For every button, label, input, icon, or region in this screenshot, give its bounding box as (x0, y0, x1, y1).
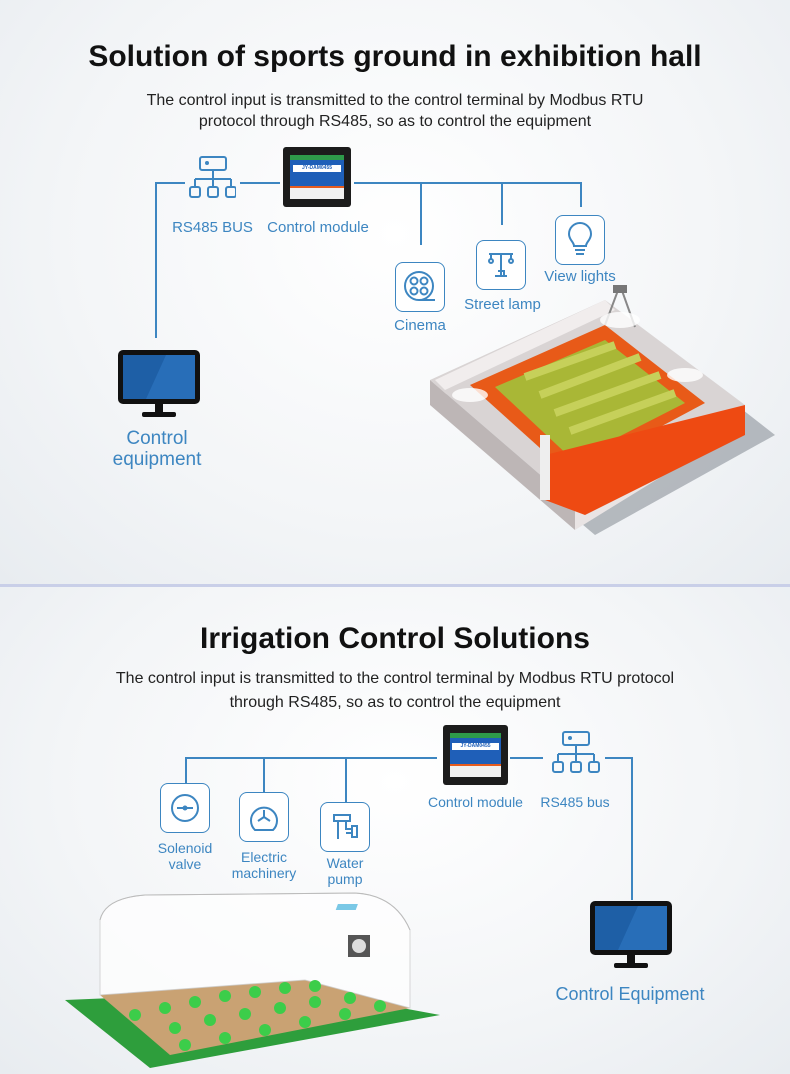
connector-line (185, 757, 187, 783)
film-reel-icon (404, 271, 435, 301)
light-bulb-icon (567, 222, 593, 255)
label-line: Water (326, 855, 364, 871)
connector-line (155, 182, 185, 184)
greenhouse-illustration (65, 892, 440, 1068)
label-line: Solenoid (157, 840, 213, 856)
control-module-label: Control module (428, 794, 523, 810)
street-lamp-box (476, 240, 526, 290)
sports-ground-section: Solution of sports ground in exhibition … (0, 0, 790, 585)
label-line: pump (327, 871, 363, 887)
solenoid-valve-box (160, 783, 210, 833)
connector-line (631, 757, 633, 900)
connector-line (155, 182, 157, 338)
connector-line (510, 757, 543, 759)
label-line: Control (126, 428, 188, 449)
connector-line (501, 182, 503, 225)
connector-line (345, 757, 347, 802)
street-lamp-label: Street lamp (464, 296, 541, 313)
connector-line (240, 182, 280, 184)
view-lights-label: View lights (544, 268, 616, 285)
label-line: machinery (231, 865, 297, 881)
control-module-image: JY-DAM0455 (443, 725, 508, 785)
control-module-label: Control module (267, 219, 369, 236)
rs485-bus-label: RS485 bus (540, 794, 610, 810)
connector-line (263, 757, 265, 792)
stadium-illustration (430, 285, 775, 535)
label-line: Electric (241, 849, 287, 865)
monitor-icon (118, 350, 200, 417)
connector-line (580, 182, 582, 207)
connector-line (354, 182, 581, 184)
module-model: JY-DAM0455 (452, 743, 499, 751)
street-lamp-icon (488, 253, 514, 277)
cinema-box (395, 262, 445, 312)
water-pump-icon (333, 814, 358, 839)
electric-machinery-box (239, 792, 289, 842)
section-title: Irrigation Control Solutions (200, 622, 590, 655)
section-divider (0, 584, 790, 587)
section-title: Solution of sports ground in exhibition … (88, 40, 702, 73)
connector-line (420, 182, 422, 245)
view-lights-box (555, 215, 605, 265)
rs485-bus-label: RS485 BUS (172, 219, 253, 236)
label-line: equipment (112, 449, 202, 470)
section-subtitle-line2: through RS485, so as to control the equi… (229, 694, 561, 711)
section-subtitle-line1: The control input is transmitted to the … (146, 92, 644, 109)
connector-line (185, 757, 437, 759)
monitor-icon (590, 901, 672, 968)
section-subtitle-line2: protocol through RS485, so as to control… (198, 113, 592, 130)
section-subtitle-line1: The control input is transmitted to the … (115, 670, 675, 687)
motor-fan-icon (250, 806, 278, 831)
label-line: valve (168, 856, 202, 872)
network-bus-icon (189, 156, 236, 198)
network-bus-icon (552, 731, 600, 773)
connector-line (605, 757, 632, 759)
cinema-label: Cinema (394, 317, 446, 334)
irrigation-section: Irrigation Control Solutions The control… (0, 587, 790, 1074)
module-model: JY-DAM0455 (292, 165, 342, 173)
valve-icon (171, 794, 199, 822)
control-equipment-label: Control Equipment (555, 984, 705, 1004)
water-pump-box (320, 802, 370, 852)
control-module-image: JY-DAM0455 (283, 147, 351, 207)
